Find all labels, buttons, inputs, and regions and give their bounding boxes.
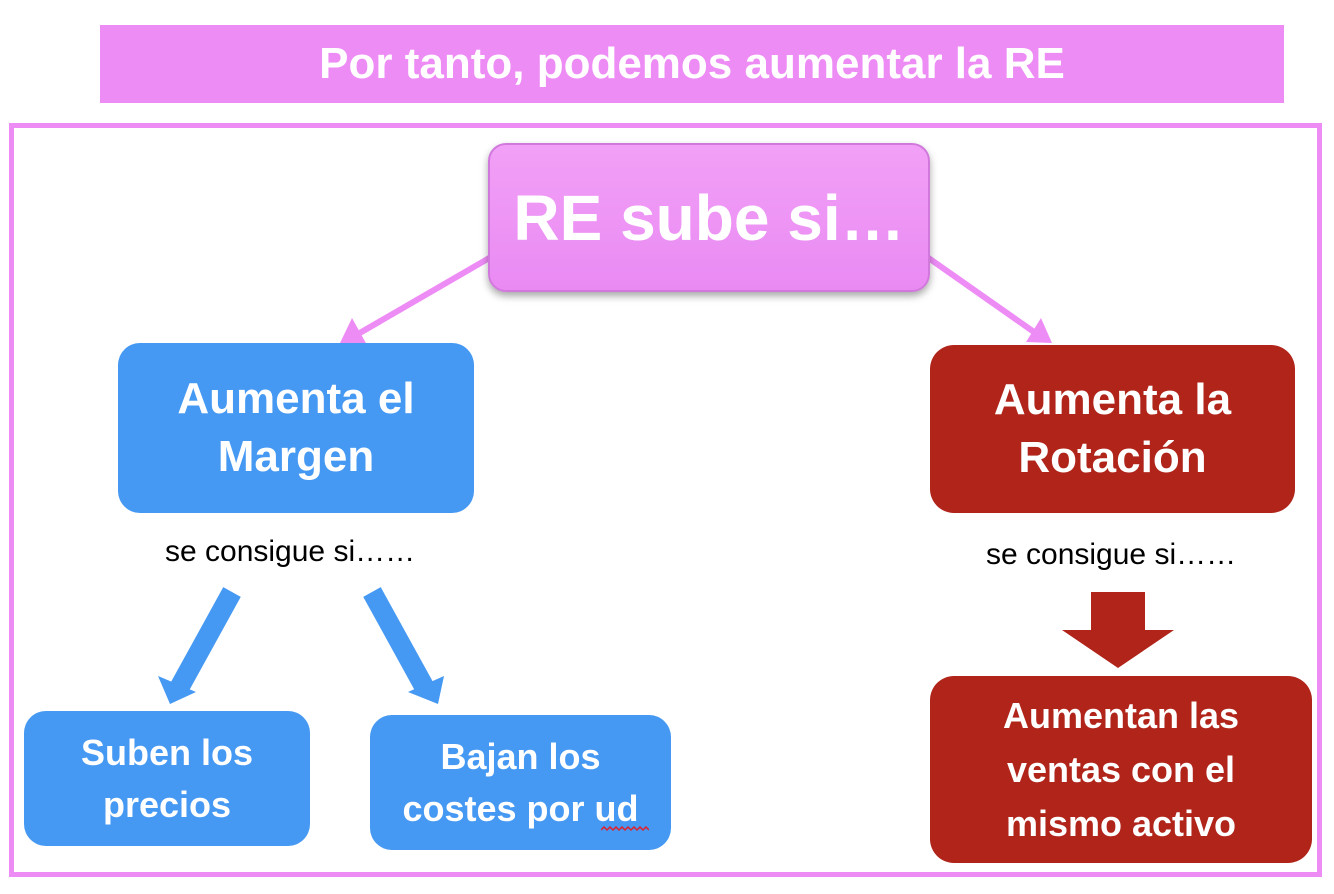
page-title-banner: Por tanto, podemos aumentar la RE xyxy=(100,25,1284,103)
node-aumentan-ventas: Aumentan las ventas con el mismo activo xyxy=(930,676,1312,863)
node-suben-precios: Suben los precios xyxy=(24,711,310,846)
page-title: Por tanto, podemos aumentar la RE xyxy=(319,39,1065,88)
node-aumentan-ventas-label: Aumentan las ventas con el mismo activo xyxy=(1002,694,1240,844)
node-aumenta-rotacion-label: Aumenta la Rotación xyxy=(993,375,1232,482)
node-aumenta-margen-label: Aumenta el Margen xyxy=(177,374,415,481)
spellcheck-underline xyxy=(601,826,649,832)
node-suben-precios-label: Suben los precios xyxy=(80,731,254,825)
root-node-label: RE sube si… xyxy=(513,181,905,254)
caption-rotacion: se consigue si…… xyxy=(986,538,1237,571)
caption-margen: se consigue si…… xyxy=(165,535,416,568)
diagram-frame xyxy=(9,123,1322,877)
root-node: RE sube si… xyxy=(488,143,930,292)
node-aumenta-margen: Aumenta el Margen xyxy=(118,343,474,513)
node-bajan-costes-label: Bajan los costes por ud xyxy=(402,735,639,829)
node-aumenta-rotacion: Aumenta la Rotación xyxy=(930,345,1295,513)
